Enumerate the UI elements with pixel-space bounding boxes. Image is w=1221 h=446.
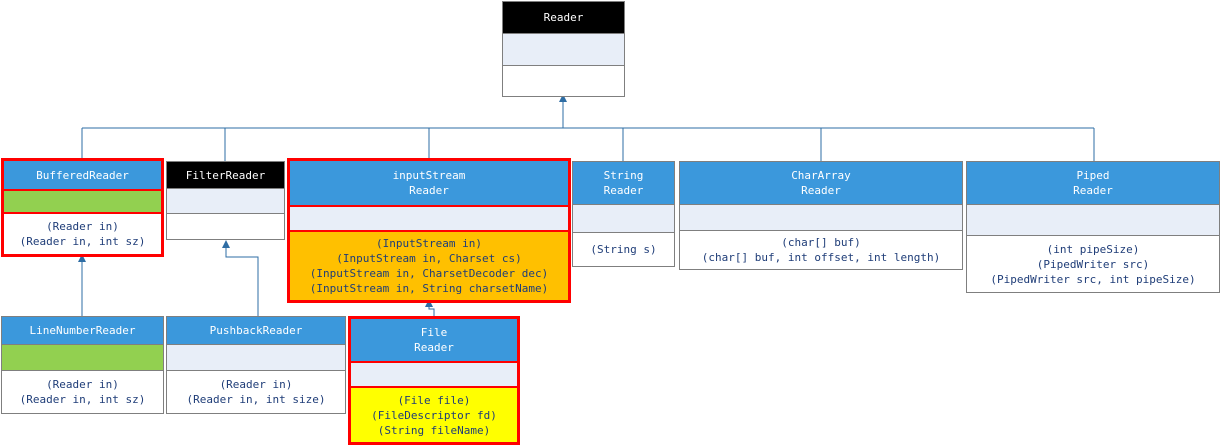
connector-to-input-stream-reader: [425, 299, 435, 316]
file-reader-attributes: [351, 361, 517, 388]
class-input-stream-reader: inputStream Reader (InputStream in) (Inp…: [287, 158, 571, 303]
piped-reader-operations: (int pipeSize) (PipedWriter src) (PipedW…: [990, 242, 1196, 286]
string-reader-attributes: [573, 204, 674, 233]
class-piped-reader: Piped Reader (int pipeSize) (PipedWriter…: [966, 161, 1220, 293]
char-array-reader-attributes: [680, 204, 962, 231]
input-stream-reader-attributes: [290, 205, 568, 232]
char-array-reader-title: CharArray Reader: [680, 162, 962, 204]
filter-reader-title: FilterReader: [167, 162, 284, 188]
buffered-reader-title: BufferedReader: [4, 161, 161, 189]
class-file-reader: File Reader (File file) (FileDescriptor …: [348, 316, 520, 445]
class-string-reader: String Reader (String s): [572, 161, 675, 267]
input-stream-reader-operations: (InputStream in) (InputStream in, Charse…: [290, 232, 568, 300]
buffered-reader-attributes: [4, 189, 161, 214]
line-number-reader-title: LineNumberReader: [2, 317, 163, 344]
pushback-reader-attributes: [167, 344, 345, 371]
string-reader-title: String Reader: [573, 162, 674, 204]
file-reader-operations: (File file) (FileDescriptor fd) (String …: [351, 388, 517, 442]
string-reader-operations: (String s): [590, 243, 657, 256]
class-pushback-reader: PushbackReader (Reader in) (Reader in, i…: [166, 316, 346, 414]
class-reader: Reader: [502, 1, 625, 97]
char-array-reader-operations: (char[] buf) (char[] buf, int offset, in…: [701, 236, 941, 264]
line-number-reader-attributes: [2, 344, 163, 371]
filter-reader-attributes: [167, 188, 284, 214]
input-stream-reader-title: inputStream Reader: [290, 161, 568, 205]
reader-operations: [503, 66, 624, 96]
class-filter-reader: FilterReader: [166, 161, 285, 240]
class-line-number-reader: LineNumberReader (Reader in) (Reader in,…: [1, 316, 164, 414]
piped-reader-attributes: [967, 204, 1219, 236]
buffered-reader-operations: (Reader in) (Reader in, int sz): [19, 220, 146, 248]
reader-attributes: [503, 33, 624, 66]
line-number-reader-operations: (Reader in) (Reader in, int sz): [19, 378, 146, 406]
reader-title: Reader: [503, 2, 624, 33]
piped-reader-title: Piped Reader: [967, 162, 1219, 204]
connector-to-filter-reader: [222, 240, 259, 316]
class-char-array-reader: CharArray Reader (char[] buf) (char[] bu…: [679, 161, 963, 270]
pushback-reader-title: PushbackReader: [167, 317, 345, 344]
file-reader-title: File Reader: [351, 319, 517, 361]
filter-reader-operations: [167, 214, 284, 239]
class-buffered-reader: BufferedReader (Reader in) (Reader in, i…: [1, 158, 164, 257]
pushback-reader-operations: (Reader in) (Reader in, int size): [186, 378, 326, 406]
